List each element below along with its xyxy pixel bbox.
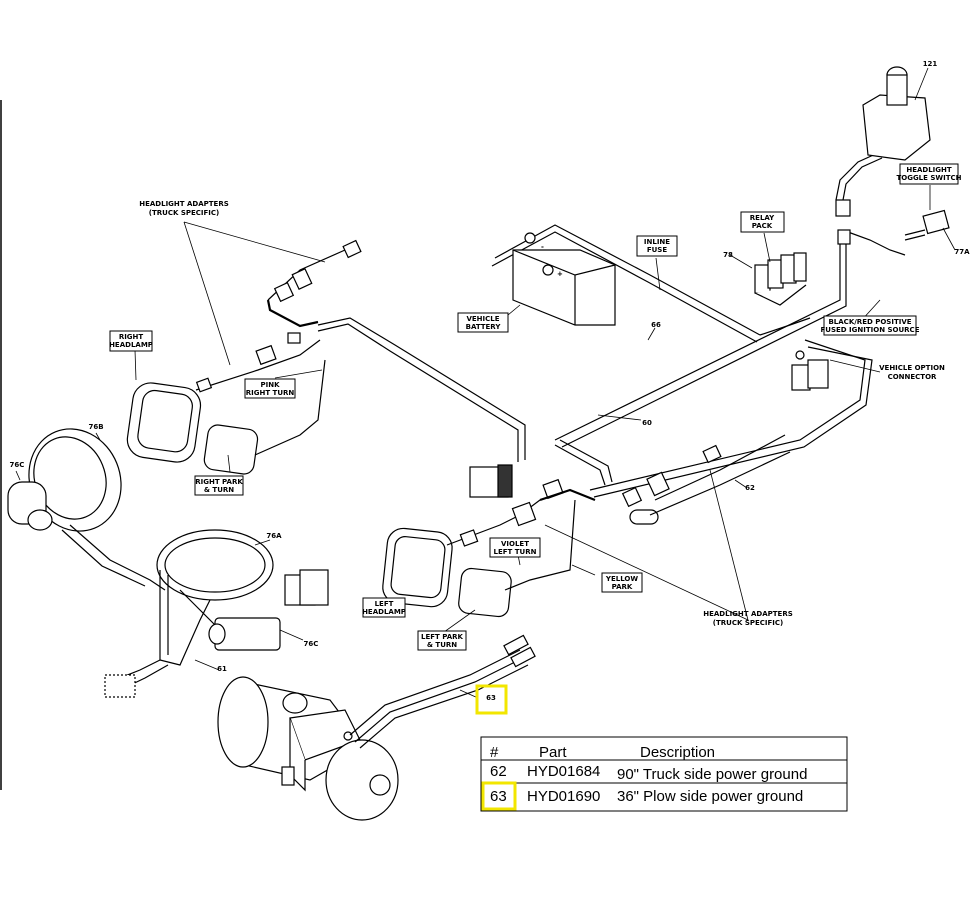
pink-l2: RIGHT TURN [246,389,295,397]
callout-60: 60 [642,419,652,427]
callout-76b: 76B [88,423,103,431]
callout-76c-bottom: 76C [304,640,319,648]
vehicle-battery [512,232,616,326]
table-row-63-part: HYD01690 [527,788,600,805]
inline-fuse-l2: FUSE [647,246,668,254]
pink-l1: PINK [260,381,280,389]
left-park-l1: LEFT PARK [421,633,464,641]
vehicle-battery-l2: BATTERY [466,323,502,331]
table-row-63-description: 36" Plow side power ground [617,788,803,805]
table-row-63-highlight [481,781,517,811]
right-headlamp-label-box [109,330,153,352]
left-headlamp-l2: HEADLAMP [362,608,406,616]
right-park-l1: RIGHT PARK [195,478,243,486]
headlight-adapters-bottom [621,434,791,525]
main-harness [317,151,906,498]
violet-l2: LEFT TURN [494,548,537,556]
callout-61: 61 [217,665,227,673]
table-header-description: Description [640,744,715,761]
left-park-l2: & TURN [427,641,457,649]
black-red-label-box [823,315,917,336]
battery-positive-sign: + [557,270,563,278]
headlight-toggle-l2: TOGGLE SWITCH [896,174,961,182]
yellow-label-box [601,572,643,593]
table-row-63-num: 63 [490,788,507,805]
table-row-62-part: HYD01684 [527,763,600,780]
headlight-adapters-bottom-l2: (TRUCK SPECIFIC) [713,619,783,627]
left-park-label-box [417,630,467,651]
callout-62: 62 [745,484,755,492]
harness-63 [343,634,536,749]
plow-lamp-76a [61,524,329,698]
inline-fuse-label-box [636,235,678,257]
left-headlamp-l1: LEFT [375,600,394,608]
violet-label-box [489,537,541,558]
violet-l1: VIOLET [501,540,529,548]
callout-76c-top: 76C [10,461,25,469]
black-red-l1: BLACK/RED POSITIVE [828,318,911,326]
right-headlamp-assembly [126,332,326,475]
harness-connector-block [469,464,513,498]
table-row-62-num: 62 [490,763,507,780]
headlight-toggle-switch [904,209,950,241]
right-park-label-box [194,475,244,496]
relay-pack-l1: RELAY [750,214,775,222]
table-header-num: # [490,744,499,761]
table-row-62-description: 90" Truck side power ground [617,766,807,783]
callout-121: 121 [923,60,938,68]
table-header-part: Part [539,744,567,761]
relay-pack-label-box [740,211,785,233]
toggle-switch-label-box [899,163,959,185]
plow-pump-motor [217,676,399,821]
pink-label-box [244,378,296,399]
plow-lamp-76b [7,428,122,532]
pump-121 [835,66,931,245]
right-headlamp-l2: HEADLAMP [109,341,153,349]
leader-lines [15,67,956,699]
callout-63: 63 [486,694,496,702]
battery-label-box [457,312,509,333]
headlight-adapters-top-l2: (TRUCK SPECIFIC) [149,209,219,217]
relay-pack [754,252,807,306]
battery-negative-sign: - [541,243,544,251]
yellow-l1: YELLOW [605,575,638,583]
headlight-adapters-top-l1: HEADLIGHT ADAPTERS [139,200,229,208]
vehicle-option-connector [791,350,829,391]
callout-66: 66 [651,321,661,329]
right-park-l2: & TURN [204,486,234,494]
left-headlamp-label-box [362,597,406,618]
callout-77a: 77A [954,248,970,256]
yellow-l2: PARK [612,583,633,591]
headlight-toggle-l1: HEADLIGHT [906,166,952,174]
inline-fuse-l1: INLINE [644,238,670,246]
left-headlamp-assembly [382,478,596,618]
black-red-l2: FUSED IGNITION SOURCE [821,326,920,334]
callout-76a: 76A [266,532,282,540]
parts-table: # Part Description 62 HYD01684 90" Truck… [480,736,848,812]
vehicle-battery-l1: VEHICLE [466,315,499,323]
callout-78: 78 [723,251,733,259]
vehicle-option-l1: VEHICLE OPTION [879,364,945,372]
headlight-adapters-bottom-l1: HEADLIGHT ADAPTERS [703,610,793,618]
headlight-adapters-top [266,239,362,328]
right-headlamp-l1: RIGHT [119,333,144,341]
relay-pack-l2: PACK [752,222,773,230]
vehicle-option-l2: CONNECTOR [888,373,937,381]
callout-63-highlight [475,684,508,715]
